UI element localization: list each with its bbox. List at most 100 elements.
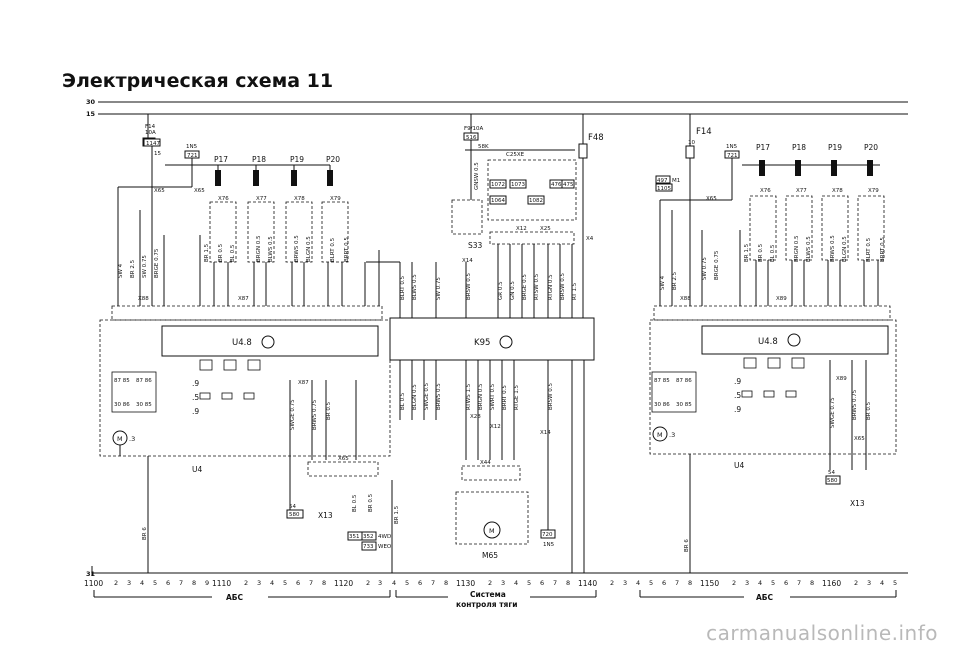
unit-u4-left-label: U4 — [192, 465, 202, 474]
svg-text:6: 6 — [296, 579, 300, 587]
conn-x88-label: X88 — [138, 296, 149, 302]
code-580b: 580 — [827, 478, 838, 484]
wire-label: BLRT 0.5 — [400, 275, 406, 300]
wire-label: BRGE 0.75 — [714, 250, 720, 280]
svg-text:M: M — [117, 435, 123, 443]
unit-u4-right-outline — [649, 319, 897, 455]
wire-label: BR 0.5 — [326, 401, 332, 420]
wire-label: BRWS 0.5 — [830, 235, 836, 262]
svg-text:87 85: 87 85 — [654, 378, 670, 384]
group-traction-line2: контроля тяги — [456, 600, 518, 609]
engine-code: C25XE — [506, 152, 525, 158]
conn-x76-right: X76 — [760, 188, 771, 194]
svg-text:6: 6 — [662, 579, 666, 587]
wire-label: BR 6 — [142, 527, 148, 540]
svg-text:30 85: 30 85 — [676, 402, 692, 408]
conn-x76-label: X76 — [218, 196, 229, 202]
conn-x14-lower: X14 — [540, 430, 551, 436]
code-4wd: 4WD — [378, 534, 391, 540]
conn-x65-lower: X65 — [338, 456, 349, 462]
conn-x77-right: X77 — [796, 188, 807, 194]
module-k95-symbol — [499, 335, 513, 349]
conn-x4-label: X4 — [586, 236, 594, 242]
wire-label: BRRT 0.5 — [344, 237, 350, 262]
ref-start-1150: 1150 — [700, 579, 719, 588]
svg-text:3: 3 — [745, 579, 749, 587]
switch-s33-label: S33 — [468, 241, 483, 250]
svg-text:6: 6 — [418, 579, 422, 587]
conn-x13-label: X13 — [318, 511, 333, 520]
code-1082: 1082 — [529, 198, 543, 204]
ref-start-1130: 1130 — [456, 579, 475, 588]
code-733: 733 — [363, 544, 374, 550]
conn-x89-label: X89 — [776, 296, 787, 302]
svg-text:7: 7 — [431, 579, 435, 587]
code-1n5c: 1N5 — [543, 542, 555, 548]
svg-text:87 85: 87 85 — [114, 378, 130, 384]
wire-label: BRGN 0.5 — [794, 235, 800, 262]
wire-label: BRRT 0.5 — [880, 237, 886, 262]
svg-text:5: 5 — [283, 579, 287, 587]
svg-text:5: 5 — [527, 579, 531, 587]
code-720: 720 — [542, 532, 553, 538]
svg-text:2: 2 — [488, 579, 492, 587]
module-u48-left-symbol — [261, 335, 275, 349]
valve-p20-right-coil — [867, 160, 873, 176]
wire-label: BRGN 0.5 — [256, 235, 262, 262]
module-u48-right-label: U4.8 — [758, 337, 778, 347]
ref-start-1120: 1120 — [334, 579, 353, 588]
svg-text:4: 4 — [758, 579, 762, 587]
fuse-f9-box: 516 — [466, 135, 477, 141]
svg-text:7: 7 — [553, 579, 557, 587]
fuse-f14-right-label: F14 — [696, 127, 712, 137]
svg-text:.9: .9 — [192, 407, 199, 416]
wire-label: BR 6 — [684, 539, 690, 552]
code-1072: 1072 — [491, 182, 505, 188]
valve-p17-right-label: P17 — [756, 143, 770, 152]
conn-x44-label: X44 — [480, 460, 491, 466]
left-wire-labels: SW 4 BR 2.5 SW 0.75 BRGE 0.75 BR 1.5 BR … — [118, 235, 350, 278]
wire-label: BRSW 0.5 — [466, 272, 472, 300]
fuse-f9-label: F9/10A — [464, 126, 484, 132]
unit-u4-left-outline — [99, 319, 391, 457]
svg-text:87 86: 87 86 — [136, 378, 152, 384]
valve-p20-label: P20 — [326, 155, 340, 164]
valve-p18-coil — [253, 170, 259, 186]
svg-text:3: 3 — [867, 579, 871, 587]
wire-label: SW 4 — [118, 263, 124, 278]
svg-text:.5: .5 — [192, 393, 199, 402]
left-wire-runs — [117, 187, 380, 306]
svg-text:5: 5 — [153, 579, 157, 587]
fuse-f14-rating: 10A — [145, 130, 156, 136]
wire-label: BR 2.5 — [672, 271, 678, 290]
conn-x89-lower: X89 — [836, 376, 847, 382]
valve-group-right: P17 P18 P19 P20 X76 X77 X78 X79 — [742, 143, 885, 261]
svg-text:2: 2 — [732, 579, 736, 587]
fuse-f14-label: F14 — [145, 124, 156, 130]
actuator-m65-motor — [483, 521, 501, 539]
wire-label: BR 0.5 — [866, 401, 872, 420]
svg-text:8: 8 — [688, 579, 692, 587]
group-abs-left: АБС — [226, 593, 244, 602]
ref-start-1100: 1100 — [84, 579, 103, 588]
code-497: 497 — [657, 178, 668, 184]
svg-text:2: 2 — [610, 579, 614, 587]
wire-label: BR 0.5 — [218, 243, 224, 262]
svg-text:3: 3 — [257, 579, 261, 587]
reference-strip: 1100 2 3 4 5 6 7 8 9 1110 2 3 4 5 6 7 8 … — [84, 579, 897, 609]
conn-x12-label: X12 — [516, 226, 527, 232]
svg-text:4: 4 — [140, 579, 144, 587]
ref-start-1110: 1110 — [212, 579, 231, 588]
fuse-f14-right-rating: 10 — [688, 140, 695, 146]
conn-x13-right: X13 — [850, 499, 865, 508]
module-k95-label: K95 — [474, 338, 490, 348]
module-k95 — [389, 317, 595, 361]
svg-text:4: 4 — [392, 579, 396, 587]
wire-label: BLGN 0.5 — [306, 236, 312, 262]
ref-start-1160: 1160 — [822, 579, 841, 588]
conn-x65-label: X65 — [154, 188, 165, 194]
svg-text:3: 3 — [378, 579, 382, 587]
wire-label: BLWS 0.5 — [412, 274, 418, 300]
relay-group-right: 87 85 87 86 30 86 30 85 .9 .5 .9 — [651, 357, 805, 414]
